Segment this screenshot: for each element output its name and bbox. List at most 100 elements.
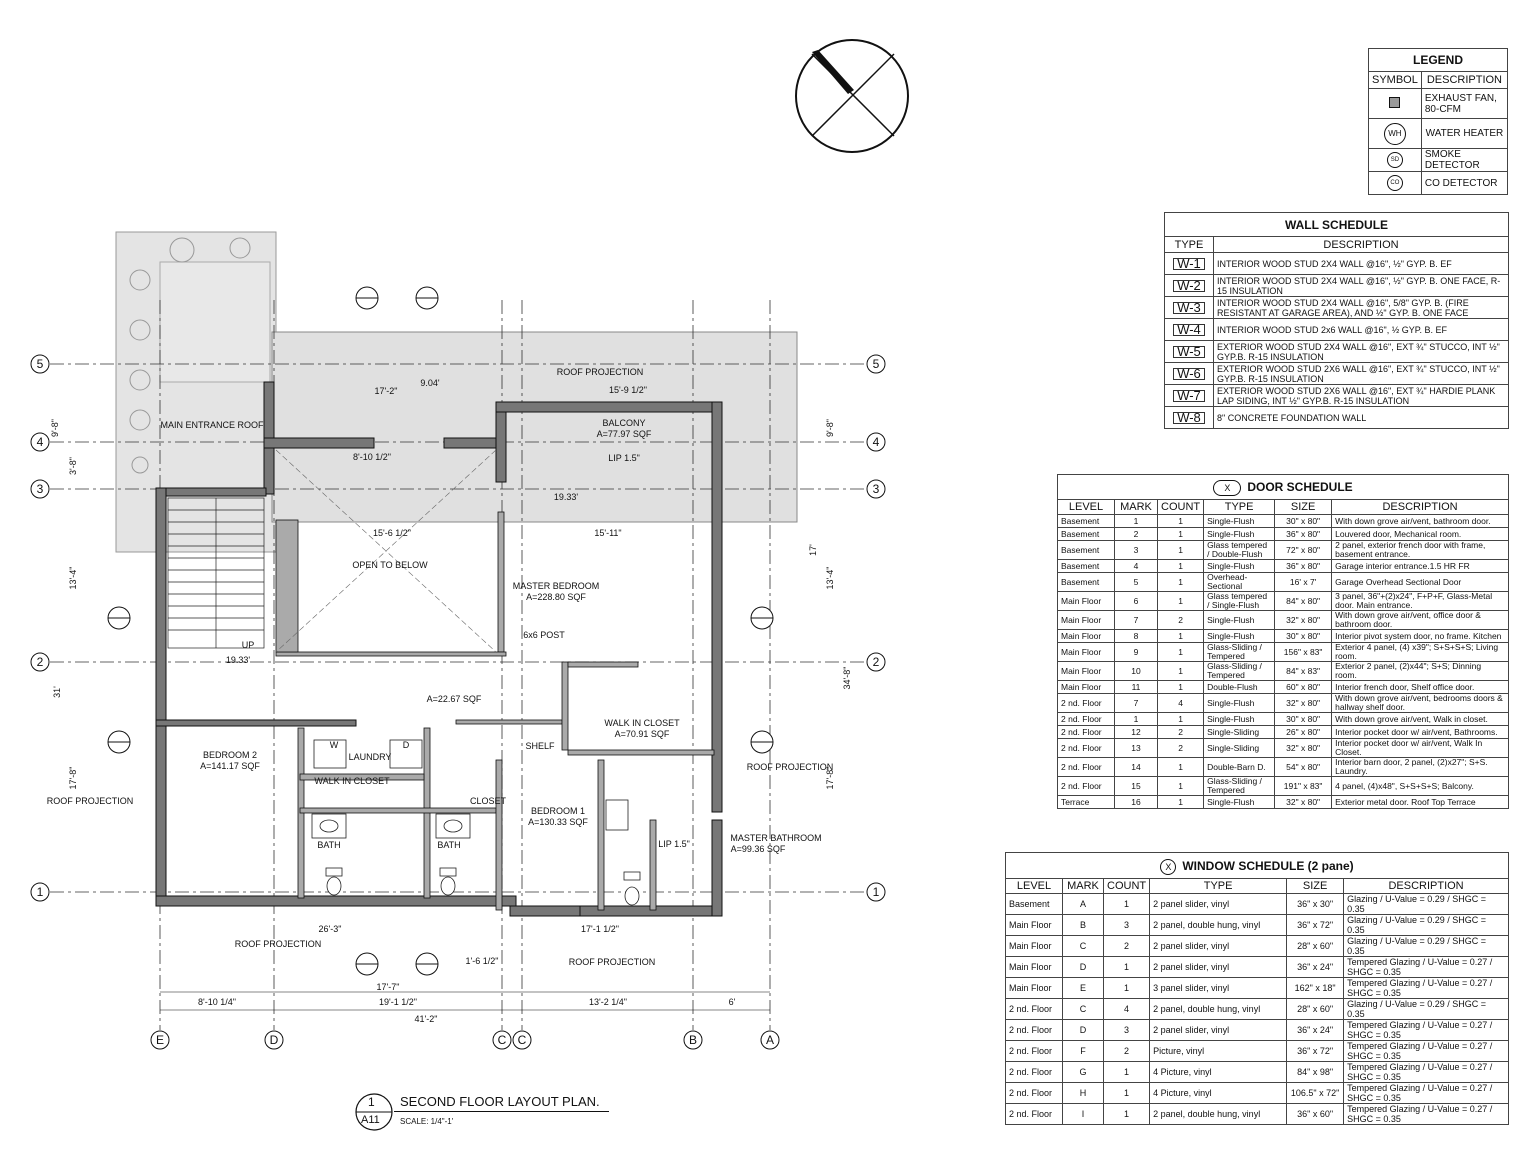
wall-desc: EXTERIOR WOOD STUD 2X6 WALL @16", EXT ¾"… <box>1213 362 1509 385</box>
window-cell: 36" x 24" <box>1286 1019 1345 1041</box>
legend-row: SD SMOKE DETECTOR <box>1368 148 1509 172</box>
door-cell: 1 <box>1156 661 1205 681</box>
window-cell: 4 Picture, vinyl <box>1149 1082 1288 1104</box>
door-cell: Exterior 4 panel, (4) x39"; S+S+S+S; Liv… <box>1331 642 1509 662</box>
door-cell: 1 <box>1156 591 1205 611</box>
window-header: DESCRIPTION <box>1343 878 1509 894</box>
window-cell: E <box>1062 977 1104 999</box>
window-cell: 2 panel, double hung, vinyl <box>1149 914 1288 936</box>
door-cell: Interior french door, Shelf office door. <box>1331 680 1509 694</box>
dimension: 8'-10 1/4" <box>198 997 236 1007</box>
door-cell: 32" x 80" <box>1274 610 1333 630</box>
dimension: 19'-1 1/2" <box>379 997 417 1007</box>
plan-label: UP <box>242 640 255 650</box>
door-cell: 3 panel, 36"+(2)x24", F+P+F, Glass-Metal… <box>1331 591 1509 611</box>
window-cell: Tempered Glazing / U-Value = 0.27 / SHGC… <box>1343 1040 1509 1062</box>
window-cell: 2 nd. Floor <box>1005 1040 1063 1062</box>
room-name: WALK IN CLOSET <box>604 718 680 728</box>
door-cell: Glass-Sliding / Tempered <box>1203 776 1276 796</box>
window-cell: 2 nd. Floor <box>1005 1103 1063 1125</box>
window-schedule-title-text: WINDOW SCHEDULE (2 pane) <box>1182 859 1354 873</box>
door-cell: 10 <box>1114 661 1158 681</box>
window-cell: 3 panel slider, vinyl <box>1149 977 1288 999</box>
door-cell: 1 <box>1156 795 1205 809</box>
dimension: 17'-2" <box>375 386 398 396</box>
door-cell: 1 <box>1156 572 1205 592</box>
dimension: 9'-8" <box>50 419 60 437</box>
door-cell: 16' x 7' <box>1274 572 1333 592</box>
door-cell: 14 <box>1114 757 1158 777</box>
window-cell: D <box>1062 1019 1104 1041</box>
door-cell: Basement <box>1057 540 1115 560</box>
door-cell: 1 <box>1156 680 1205 694</box>
drawing-scale: SCALE: 1/4"-1' <box>400 1117 454 1126</box>
door-cell: Glass-Sliding / Tempered <box>1203 661 1276 681</box>
window-cell: Tempered Glazing / U-Value = 0.27 / SHGC… <box>1343 956 1509 978</box>
door-cell: Single-Flush <box>1203 693 1276 713</box>
door-cell: 1 <box>1114 514 1158 528</box>
dimension: 9'-8" <box>825 419 835 437</box>
dimension: 17'-7" <box>377 982 400 992</box>
floor-plan: 5 4 3 2 1 5 4 3 2 1 E D C C B A MAIN ENT… <box>30 231 886 1050</box>
window-cell: Tempered Glazing / U-Value = 0.27 / SHGC… <box>1343 1061 1509 1083</box>
window-header: SIZE <box>1286 878 1345 894</box>
window-cell: 36" x 30" <box>1286 893 1345 915</box>
plan-label: W <box>330 740 339 750</box>
window-cell: 28" x 60" <box>1286 935 1345 957</box>
window-cell: Basement <box>1005 893 1063 915</box>
wall-type: W-5 <box>1173 345 1205 358</box>
door-cell: 7 <box>1114 610 1158 630</box>
window-cell: 2 <box>1102 1040 1151 1062</box>
door-cell: 1 <box>1156 757 1205 777</box>
door-cell: Garage interior entrance.1.5 HR FR <box>1331 559 1509 573</box>
window-cell: Main Floor <box>1005 935 1063 957</box>
legend-header: SYMBOL <box>1368 71 1422 89</box>
grid-bubble: C <box>498 1033 507 1047</box>
legend-row: WH WATER HEATER <box>1368 118 1509 149</box>
door-cell: 2 <box>1156 738 1205 758</box>
drawing-title: SECOND FLOOR LAYOUT PLAN. <box>400 1094 600 1109</box>
wall-schedule-title: WALL SCHEDULE <box>1164 212 1509 237</box>
window-cell: I <box>1062 1103 1104 1125</box>
door-cell: 2 nd. Floor <box>1057 725 1115 739</box>
window-cell: Glazing / U-Value = 0.29 / SHGC = 0.35 <box>1343 998 1509 1020</box>
room-area: A=77.97 SQF <box>597 429 652 439</box>
door-cell: With down grove air/vent, bedrooms doors… <box>1331 693 1509 713</box>
window-cell: 2 nd. Floor <box>1005 998 1063 1020</box>
room-area: A=99.36 SQF <box>731 844 786 854</box>
grid-bubble: 1 <box>873 885 880 899</box>
title-ref-bubble <box>355 1093 393 1131</box>
door-cell: 30" x 80" <box>1274 629 1333 643</box>
wall-type: W-6 <box>1173 367 1205 380</box>
door-cell: 12 <box>1114 725 1158 739</box>
room-name: BALCONY <box>602 418 645 428</box>
grid-bubble: 3 <box>873 482 880 496</box>
grid-bubble: B <box>689 1033 697 1047</box>
door-cell: 6 <box>1114 591 1158 611</box>
door-cell: Basement <box>1057 527 1115 541</box>
window-cell: 2 panel slider, vinyl <box>1149 1019 1288 1041</box>
room-name: BATH <box>437 840 460 850</box>
window-cell: C <box>1062 998 1104 1020</box>
door-cell: Interior barn door, 2 panel, (2)x27"; S+… <box>1331 757 1509 777</box>
dimension: 17'-8" <box>825 767 835 790</box>
plan-label: D <box>403 740 410 750</box>
exhaust-fan-icon <box>1389 96 1401 108</box>
door-cell: Main Floor <box>1057 642 1115 662</box>
smoke-detector-icon: SD <box>1386 152 1403 168</box>
elevation: 19.33' <box>226 655 251 665</box>
window-cell: B <box>1062 914 1104 936</box>
wall-row: W-6 EXTERIOR WOOD STUD 2X6 WALL @16", EXT… <box>1164 362 1509 385</box>
door-cell: 32" x 80" <box>1274 738 1333 758</box>
door-cell: 4 <box>1156 693 1205 713</box>
